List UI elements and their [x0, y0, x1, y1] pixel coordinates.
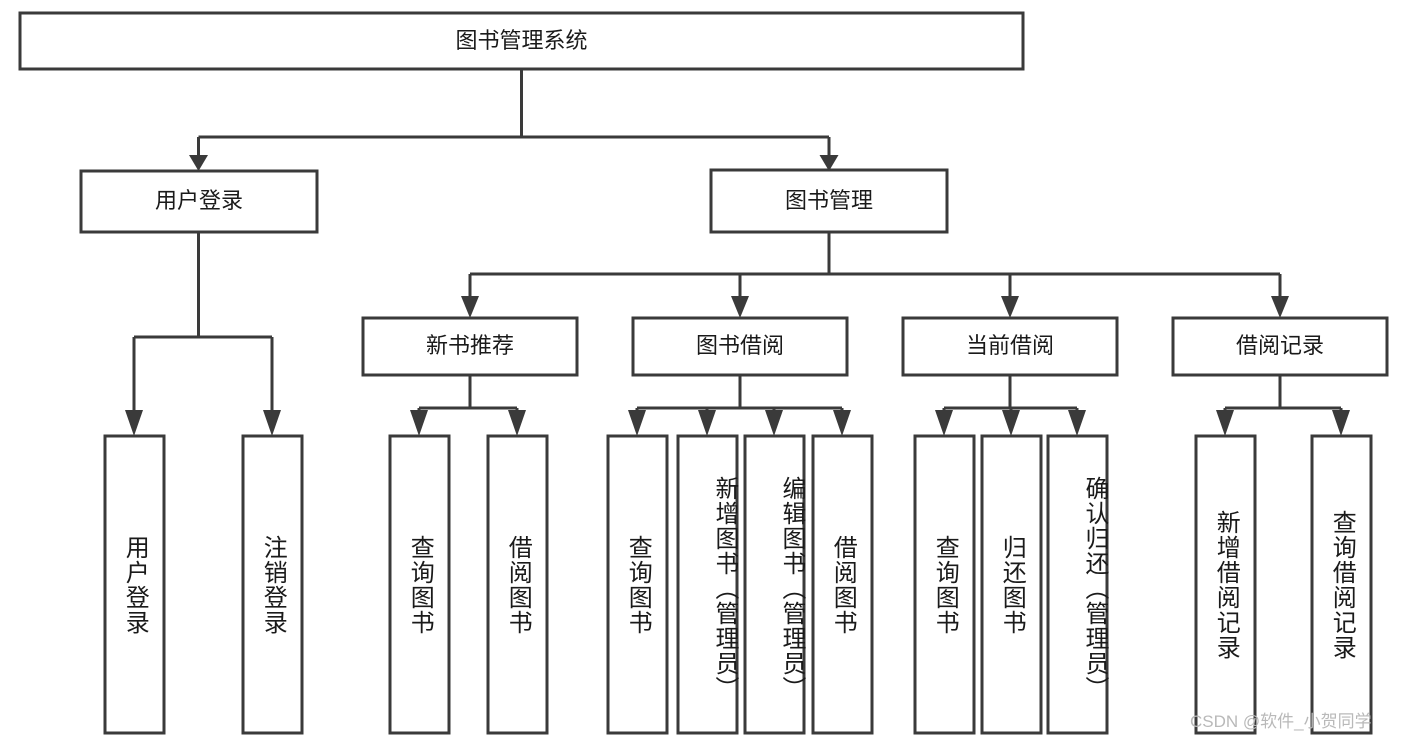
leaf-box-return-book[interactable] [980, 434, 1043, 735]
node-book-mgmt-box[interactable] [709, 168, 949, 234]
arrow-book-borrow-leaf-2-icon [698, 410, 716, 436]
leaf-box-query-book-borrow[interactable] [606, 434, 669, 735]
connector-layer [125, 69, 1350, 436]
arrow-root-to-book-mgmt-icon [819, 155, 839, 171]
node-user-login-label: 用户登录 [155, 188, 243, 213]
leaf-box-add-book-admin[interactable] [676, 434, 739, 735]
node-new-book-rec-box[interactable] [361, 316, 579, 377]
node-root-label: 图书管理系统 [455, 28, 587, 53]
leaf-box-add-borrow-record[interactable] [1194, 434, 1257, 735]
arrow-book-borrow-leaf-4-icon [833, 410, 851, 436]
arrow-book-borrow-leaf-1-icon [628, 410, 646, 436]
arrow-borrow-record-leaf-2-icon [1332, 410, 1350, 436]
arrow-to-book-borrow-icon [731, 296, 749, 318]
leaf-box-user-logout[interactable] [241, 434, 304, 735]
node-current-borrow-label: 当前借阅 [966, 333, 1054, 358]
leaf-box-query-book-rec[interactable] [388, 434, 451, 735]
leaf-box-borrow-book[interactable] [811, 434, 874, 735]
leaf-box-query-borrow-record[interactable] [1310, 434, 1373, 735]
arrow-current-borrow-leaf-3-icon [1068, 410, 1086, 436]
arrow-current-borrow-leaf-2-icon [1002, 410, 1020, 436]
node-borrow-record-box[interactable] [1171, 316, 1389, 377]
leaf-box-borrow-book-rec[interactable] [486, 434, 549, 735]
node-root-box[interactable] [18, 11, 1025, 71]
node-layer: 图书管理系统 用户登录 图书管理 新书推荐 图书借阅 当前借阅 借阅记录 [18, 11, 1389, 735]
node-user-login-box[interactable] [79, 169, 319, 234]
arrow-user-login-leaf-2-icon [263, 410, 281, 436]
arrow-book-borrow-leaf-3-icon [765, 410, 783, 436]
arrow-current-borrow-leaf-1-icon [935, 410, 953, 436]
csdn-watermark: CSDN @软件_小贺同学 [1190, 712, 1372, 731]
arrow-to-borrow-record-icon [1271, 296, 1289, 318]
arrow-new-book-rec-leaf-1-icon [410, 410, 428, 436]
arrow-borrow-record-leaf-1-icon [1216, 410, 1234, 436]
node-current-borrow-box[interactable] [901, 316, 1119, 377]
leaf-box-edit-book-admin[interactable] [743, 434, 806, 735]
arrow-new-book-rec-leaf-2-icon [508, 410, 526, 436]
node-new-book-rec-label: 新书推荐 [426, 333, 514, 358]
node-book-mgmt-label: 图书管理 [785, 188, 873, 213]
arrow-root-to-user-login-icon [189, 155, 208, 171]
node-book-borrow-label: 图书借阅 [696, 333, 784, 358]
arrow-to-current-borrow-icon [1001, 296, 1019, 318]
leaf-box-confirm-return-admin[interactable] [1046, 434, 1109, 735]
node-borrow-record-label: 借阅记录 [1236, 333, 1324, 358]
arrow-to-new-book-rec-icon [461, 296, 479, 318]
leaf-box-user-login[interactable] [103, 434, 166, 735]
leaf-box-query-book-current[interactable] [913, 434, 976, 735]
arrow-user-login-leaf-1-icon [125, 410, 143, 436]
node-book-borrow-box[interactable] [631, 316, 849, 377]
